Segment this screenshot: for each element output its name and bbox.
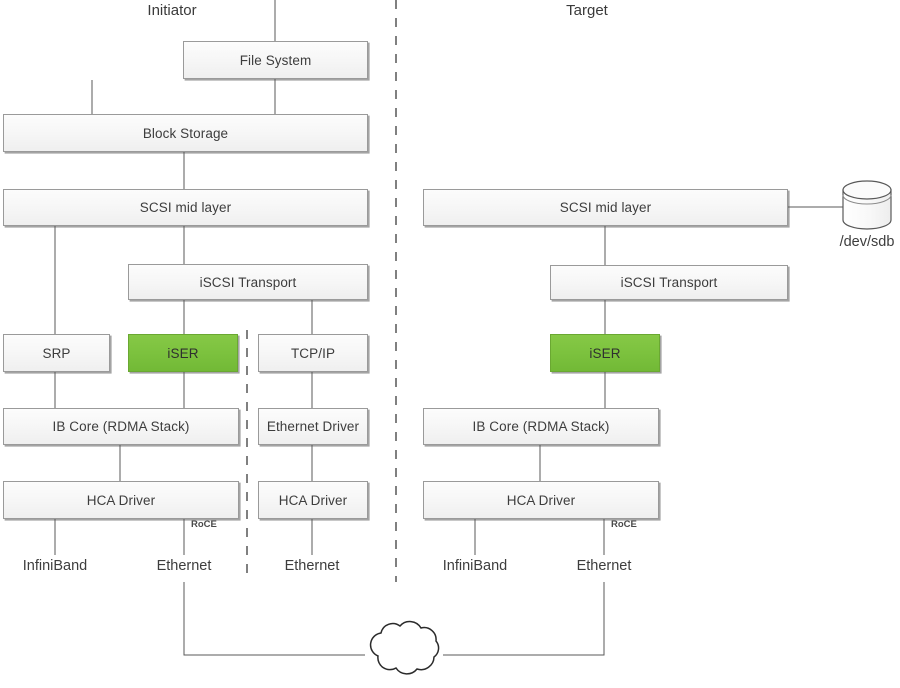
node-srp[interactable]: SRP	[3, 334, 110, 372]
wire-label-infiniband-target: InfiniBand	[442, 558, 508, 574]
wire-initiator-to-cloud	[183, 582, 365, 656]
disk-icon	[842, 180, 892, 230]
node-iscsi-transport-initiator[interactable]: iSCSI Transport	[128, 264, 368, 300]
network-cloud-icon	[369, 620, 440, 675]
roce-label-target: RoCE	[611, 519, 637, 530]
roce-label-initiator: RoCE	[191, 519, 217, 530]
node-iscsi-transport-target[interactable]: iSCSI Transport	[550, 265, 788, 300]
target-header: Target	[566, 2, 608, 19]
wire-label-ethernet-roce-initiator: Ethernet	[156, 558, 212, 574]
node-iser-target[interactable]: iSER	[550, 334, 660, 372]
wire-target-to-cloud	[443, 582, 605, 656]
node-scsi-mid-layer-initiator[interactable]: SCSI mid layer	[3, 189, 368, 226]
node-scsi-mid-layer-target[interactable]: SCSI mid layer	[423, 189, 788, 226]
node-hca-driver-target[interactable]: HCA Driver	[423, 481, 659, 519]
wire-label-ethernet-target: Ethernet	[576, 558, 632, 574]
node-hca-driver-initiator-eth[interactable]: HCA Driver	[258, 481, 368, 519]
node-file-system[interactable]: File System	[183, 41, 368, 79]
disk-label: /dev/sdb	[839, 234, 895, 250]
initiator-header: Initiator	[147, 2, 197, 19]
node-ib-core-target[interactable]: IB Core (RDMA Stack)	[423, 408, 659, 445]
node-block-storage[interactable]: Block Storage	[3, 114, 368, 152]
wire-label-ethernet-tcp-initiator: Ethernet	[284, 558, 340, 574]
node-tcp-ip[interactable]: TCP/IP	[258, 334, 368, 372]
wire-label-infiniband-initiator: InfiniBand	[22, 558, 88, 574]
node-ethernet-driver[interactable]: Ethernet Driver	[258, 408, 368, 445]
node-ib-core-initiator[interactable]: IB Core (RDMA Stack)	[3, 408, 239, 445]
node-iser-initiator[interactable]: iSER	[128, 334, 238, 372]
node-hca-driver-initiator-ib[interactable]: HCA Driver	[3, 481, 239, 519]
